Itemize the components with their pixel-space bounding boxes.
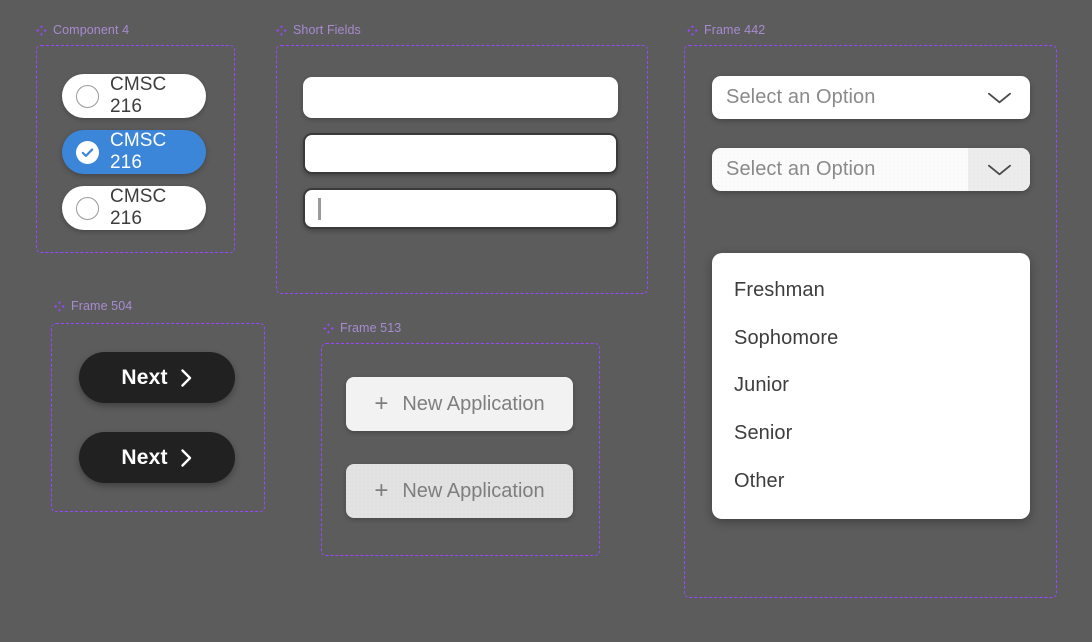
radio-option-label: CMSC 216 [110, 186, 167, 229]
frame-label-frame-504: Frame 504 [54, 299, 132, 313]
radio-option-label: CMSC 216 [110, 130, 167, 173]
radio-check-icon [76, 140, 99, 164]
frame-label-text: Frame 513 [340, 321, 402, 335]
frame-label-text: Frame 504 [71, 299, 133, 313]
dropdown-option-label: Junior [734, 374, 790, 397]
chevron-right-icon [180, 368, 191, 387]
new-application-label: New Application [402, 392, 545, 415]
dropdown-option-senior[interactable]: Senior [712, 410, 1030, 458]
radio-option-3[interactable]: CMSC 216 [62, 186, 206, 230]
radio-option-1[interactable]: CMSC 216 [62, 74, 206, 118]
next-button-label: Next [121, 445, 168, 469]
frame-label-text: Frame 442 [704, 23, 766, 37]
dropdown-option-label: Freshman [734, 279, 825, 302]
radio-circle-icon [76, 196, 99, 220]
select-value: Select an Option [726, 86, 876, 108]
frame-frame-513 [321, 343, 600, 556]
dropdown-option-label: Sophomore [734, 326, 839, 349]
chevron-right-icon [180, 448, 191, 467]
figma-component-icon [36, 24, 47, 36]
figma-component-icon [323, 322, 334, 334]
dropdown-option-label: Other [734, 469, 785, 492]
frame-label-component-4: Component 4 [36, 23, 129, 37]
plus-icon: + [374, 477, 389, 504]
frame-label-frame-442: Frame 442 [687, 23, 765, 37]
short-field-input-1[interactable] [303, 77, 618, 118]
frame-label-short-fields: Short Fields [276, 23, 361, 37]
select-dropdown-1[interactable]: Select an Option [712, 76, 1030, 119]
short-field-input-3[interactable] [303, 188, 618, 229]
select-value: Select an Option [726, 158, 876, 180]
frame-component-4 [36, 45, 235, 253]
frame-label-frame-513: Frame 513 [323, 321, 401, 335]
dropdown-option-other[interactable]: Other [712, 457, 1030, 505]
new-application-button-2[interactable]: + New Application [346, 464, 573, 518]
chevron-down-icon[interactable] [968, 148, 1030, 191]
dropdown-option-sophomore[interactable]: Sophomore [712, 315, 1030, 363]
text-cursor [318, 197, 321, 220]
next-button-1[interactable]: Next [79, 352, 235, 403]
dropdown-option-label: Senior [734, 422, 793, 445]
frame-frame-442 [684, 45, 1057, 598]
select-dropdown-2[interactable]: Select an Option [712, 148, 1030, 191]
figma-component-icon [687, 24, 698, 36]
dropdown-option-list: Freshman Sophomore Junior Senior Other [712, 253, 1030, 519]
new-application-button-1[interactable]: + New Application [346, 377, 573, 431]
next-button-label: Next [121, 365, 168, 389]
frame-label-text: Short Fields [293, 23, 361, 37]
frame-label-text: Component 4 [53, 23, 130, 37]
dropdown-option-freshman[interactable]: Freshman [712, 267, 1030, 315]
new-application-label: New Application [402, 479, 545, 502]
chevron-down-icon[interactable] [968, 76, 1030, 119]
short-field-input-2[interactable] [303, 133, 618, 174]
next-button-2[interactable]: Next [79, 432, 235, 483]
figma-component-icon [276, 24, 287, 36]
dropdown-option-junior[interactable]: Junior [712, 362, 1030, 410]
radio-option-2[interactable]: CMSC 216 [62, 130, 206, 174]
frame-short-fields [276, 45, 648, 294]
figma-component-icon [54, 300, 65, 312]
frame-frame-504 [51, 323, 265, 512]
radio-option-label: CMSC 216 [110, 74, 167, 117]
radio-circle-icon [76, 84, 99, 108]
plus-icon: + [374, 390, 389, 417]
